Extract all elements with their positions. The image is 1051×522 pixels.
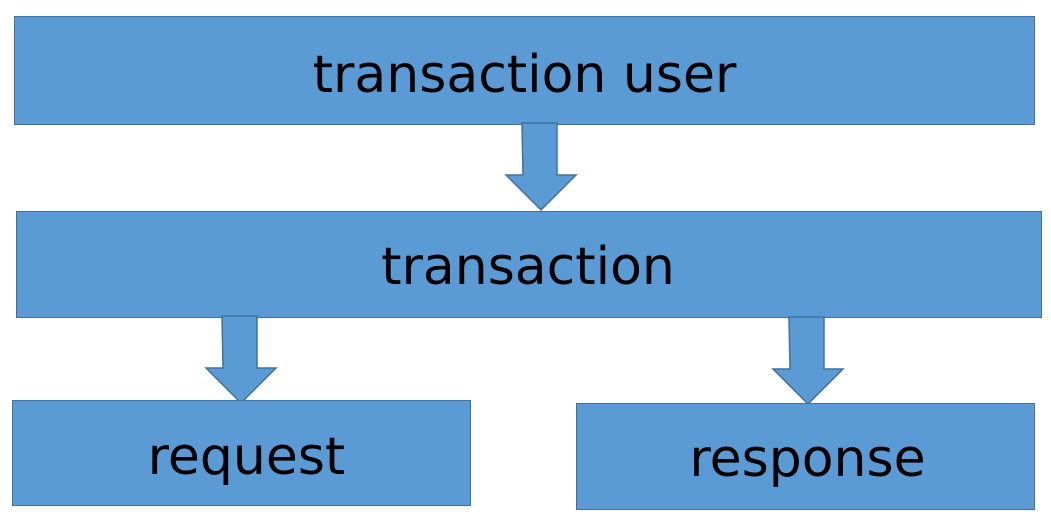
node-transaction-user: transaction user xyxy=(14,16,1035,125)
node-label-response: response xyxy=(689,428,926,489)
node-transaction: transaction xyxy=(16,211,1042,318)
node-response: response xyxy=(576,403,1035,510)
node-request: request xyxy=(12,400,471,506)
node-label-transaction-user: transaction user xyxy=(312,44,737,105)
node-label-request: request xyxy=(147,427,346,487)
node-label-transaction: transaction xyxy=(381,236,675,297)
